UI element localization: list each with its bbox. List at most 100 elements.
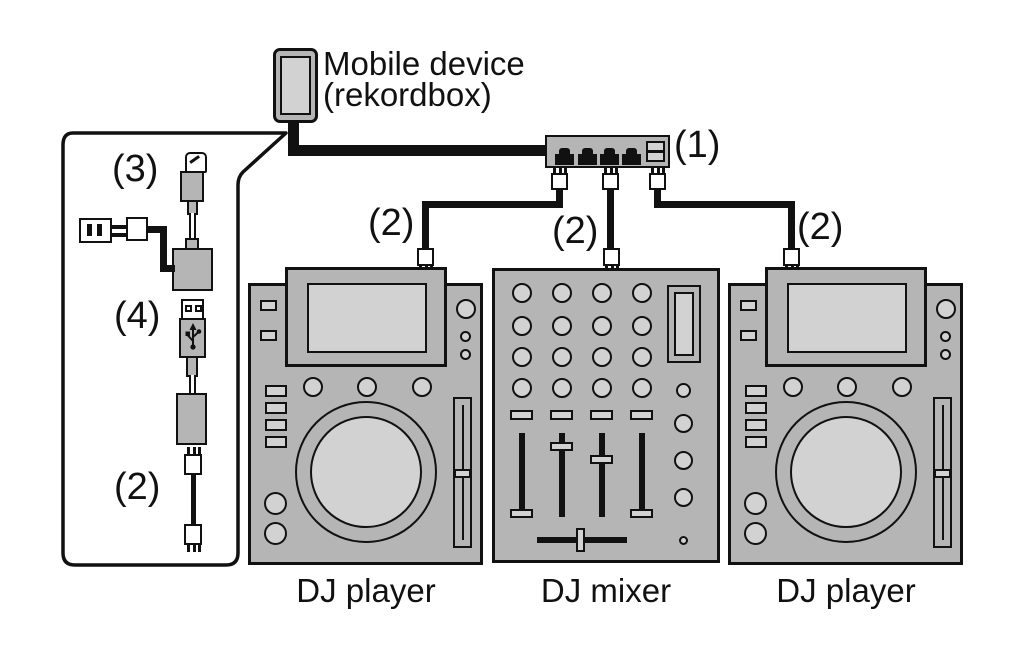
power-adapter-box — [172, 248, 213, 291]
knob-icon — [456, 299, 476, 319]
lan-cable-left — [422, 201, 563, 208]
knob-icon — [412, 377, 432, 397]
knob-icon — [632, 316, 652, 336]
player-button — [265, 436, 287, 448]
knob-icon — [940, 331, 951, 342]
dj-player-right — [728, 265, 963, 565]
rj45-pins — [604, 166, 618, 174]
main-cable — [288, 145, 545, 156]
usb-contact — [195, 305, 202, 312]
lan-cable — [191, 474, 196, 526]
ethernet-port-icon — [555, 148, 574, 165]
knob-icon — [837, 377, 857, 397]
knob-icon — [632, 283, 652, 303]
mixer-button — [550, 410, 573, 420]
usb-contact — [185, 305, 192, 312]
label-mixer: DJ mixer — [540, 572, 672, 609]
channel-fader-track — [599, 433, 605, 517]
player-button — [260, 330, 277, 341]
label-item-lightning: (3) — [112, 148, 159, 190]
knob-icon — [552, 378, 572, 398]
player-button — [744, 492, 767, 515]
main-cable — [288, 120, 299, 150]
knob-icon — [552, 283, 572, 303]
channel-fader-track — [519, 433, 525, 513]
player-button — [265, 419, 287, 431]
channel-fader-handle — [550, 442, 573, 451]
level-meter — [667, 285, 701, 363]
usb-strain-relief — [186, 356, 198, 377]
power-cable — [160, 265, 175, 272]
ethernet-port-icon — [578, 148, 597, 165]
knob-icon — [460, 349, 471, 360]
knob-icon — [632, 347, 652, 367]
knob-icon — [936, 299, 956, 319]
knob-icon — [512, 316, 532, 336]
player-screen — [307, 283, 427, 353]
mobile-device-label-line2: (rekordbox) — [323, 76, 492, 113]
channel-fader-handle — [510, 509, 533, 518]
knob-icon — [674, 451, 693, 470]
lan-cable-left — [422, 201, 429, 250]
knob-icon — [460, 331, 471, 342]
usb-adapter-box — [176, 393, 207, 445]
knob-icon — [674, 414, 693, 433]
channel-fader-handle — [630, 509, 653, 518]
knob-icon — [512, 378, 532, 398]
label-item-usb: (4) — [114, 295, 161, 337]
rj45-pins — [553, 166, 567, 174]
knob-icon — [674, 488, 693, 507]
knob-icon — [679, 536, 688, 545]
mixer-button — [630, 410, 653, 420]
plug-prong — [111, 225, 127, 229]
player-button — [260, 300, 277, 311]
player-button — [264, 522, 287, 545]
mobile-device-screen — [280, 56, 311, 115]
pitch-fader-handle — [454, 469, 471, 478]
channel-fader-handle — [590, 455, 613, 464]
jog-wheel-ring — [775, 401, 917, 543]
rj45-pins — [187, 447, 201, 455]
label-player-right: DJ player — [776, 572, 916, 609]
label-hub: (1) — [674, 124, 721, 166]
knob-icon — [676, 383, 691, 398]
network-switch — [545, 135, 670, 168]
player-button — [744, 522, 767, 545]
mixer-button — [510, 410, 533, 420]
power-cable — [146, 226, 167, 233]
knob-icon — [592, 378, 612, 398]
ethernet-port-icon — [622, 148, 641, 165]
knob-icon — [592, 347, 612, 367]
lan-cable-right — [654, 188, 661, 204]
dj-mixer — [492, 268, 720, 563]
usb-connector-body — [179, 318, 206, 358]
label-lan-left: (2) — [368, 202, 415, 244]
knob-icon — [512, 347, 532, 367]
lan-cable-right — [654, 201, 795, 208]
usb-cable — [189, 375, 196, 396]
outlet-slot — [97, 224, 102, 236]
pitch-fader-handle — [934, 469, 951, 478]
knob-icon — [357, 377, 377, 397]
knob-icon — [632, 378, 652, 398]
jog-wheel-ring — [295, 401, 437, 543]
player-screen — [787, 283, 907, 353]
player-button — [745, 436, 767, 448]
label-lan-right: (2) — [797, 206, 844, 248]
power-plug-icon — [126, 217, 148, 241]
rj45-plug-icon — [184, 524, 202, 545]
player-button — [265, 385, 287, 397]
ethernet-port-icon — [600, 148, 619, 165]
hub-led — [646, 151, 665, 162]
knob-icon — [940, 349, 951, 360]
mobile-device-label-line1: Mobile device — [323, 45, 525, 82]
lan-cable-right — [788, 201, 795, 250]
player-button — [264, 492, 287, 515]
channel-fader-track — [639, 433, 645, 513]
player-button — [265, 402, 287, 414]
mixer-button — [590, 410, 613, 420]
rj45-plug-icon — [184, 454, 202, 475]
knob-icon — [303, 377, 323, 397]
